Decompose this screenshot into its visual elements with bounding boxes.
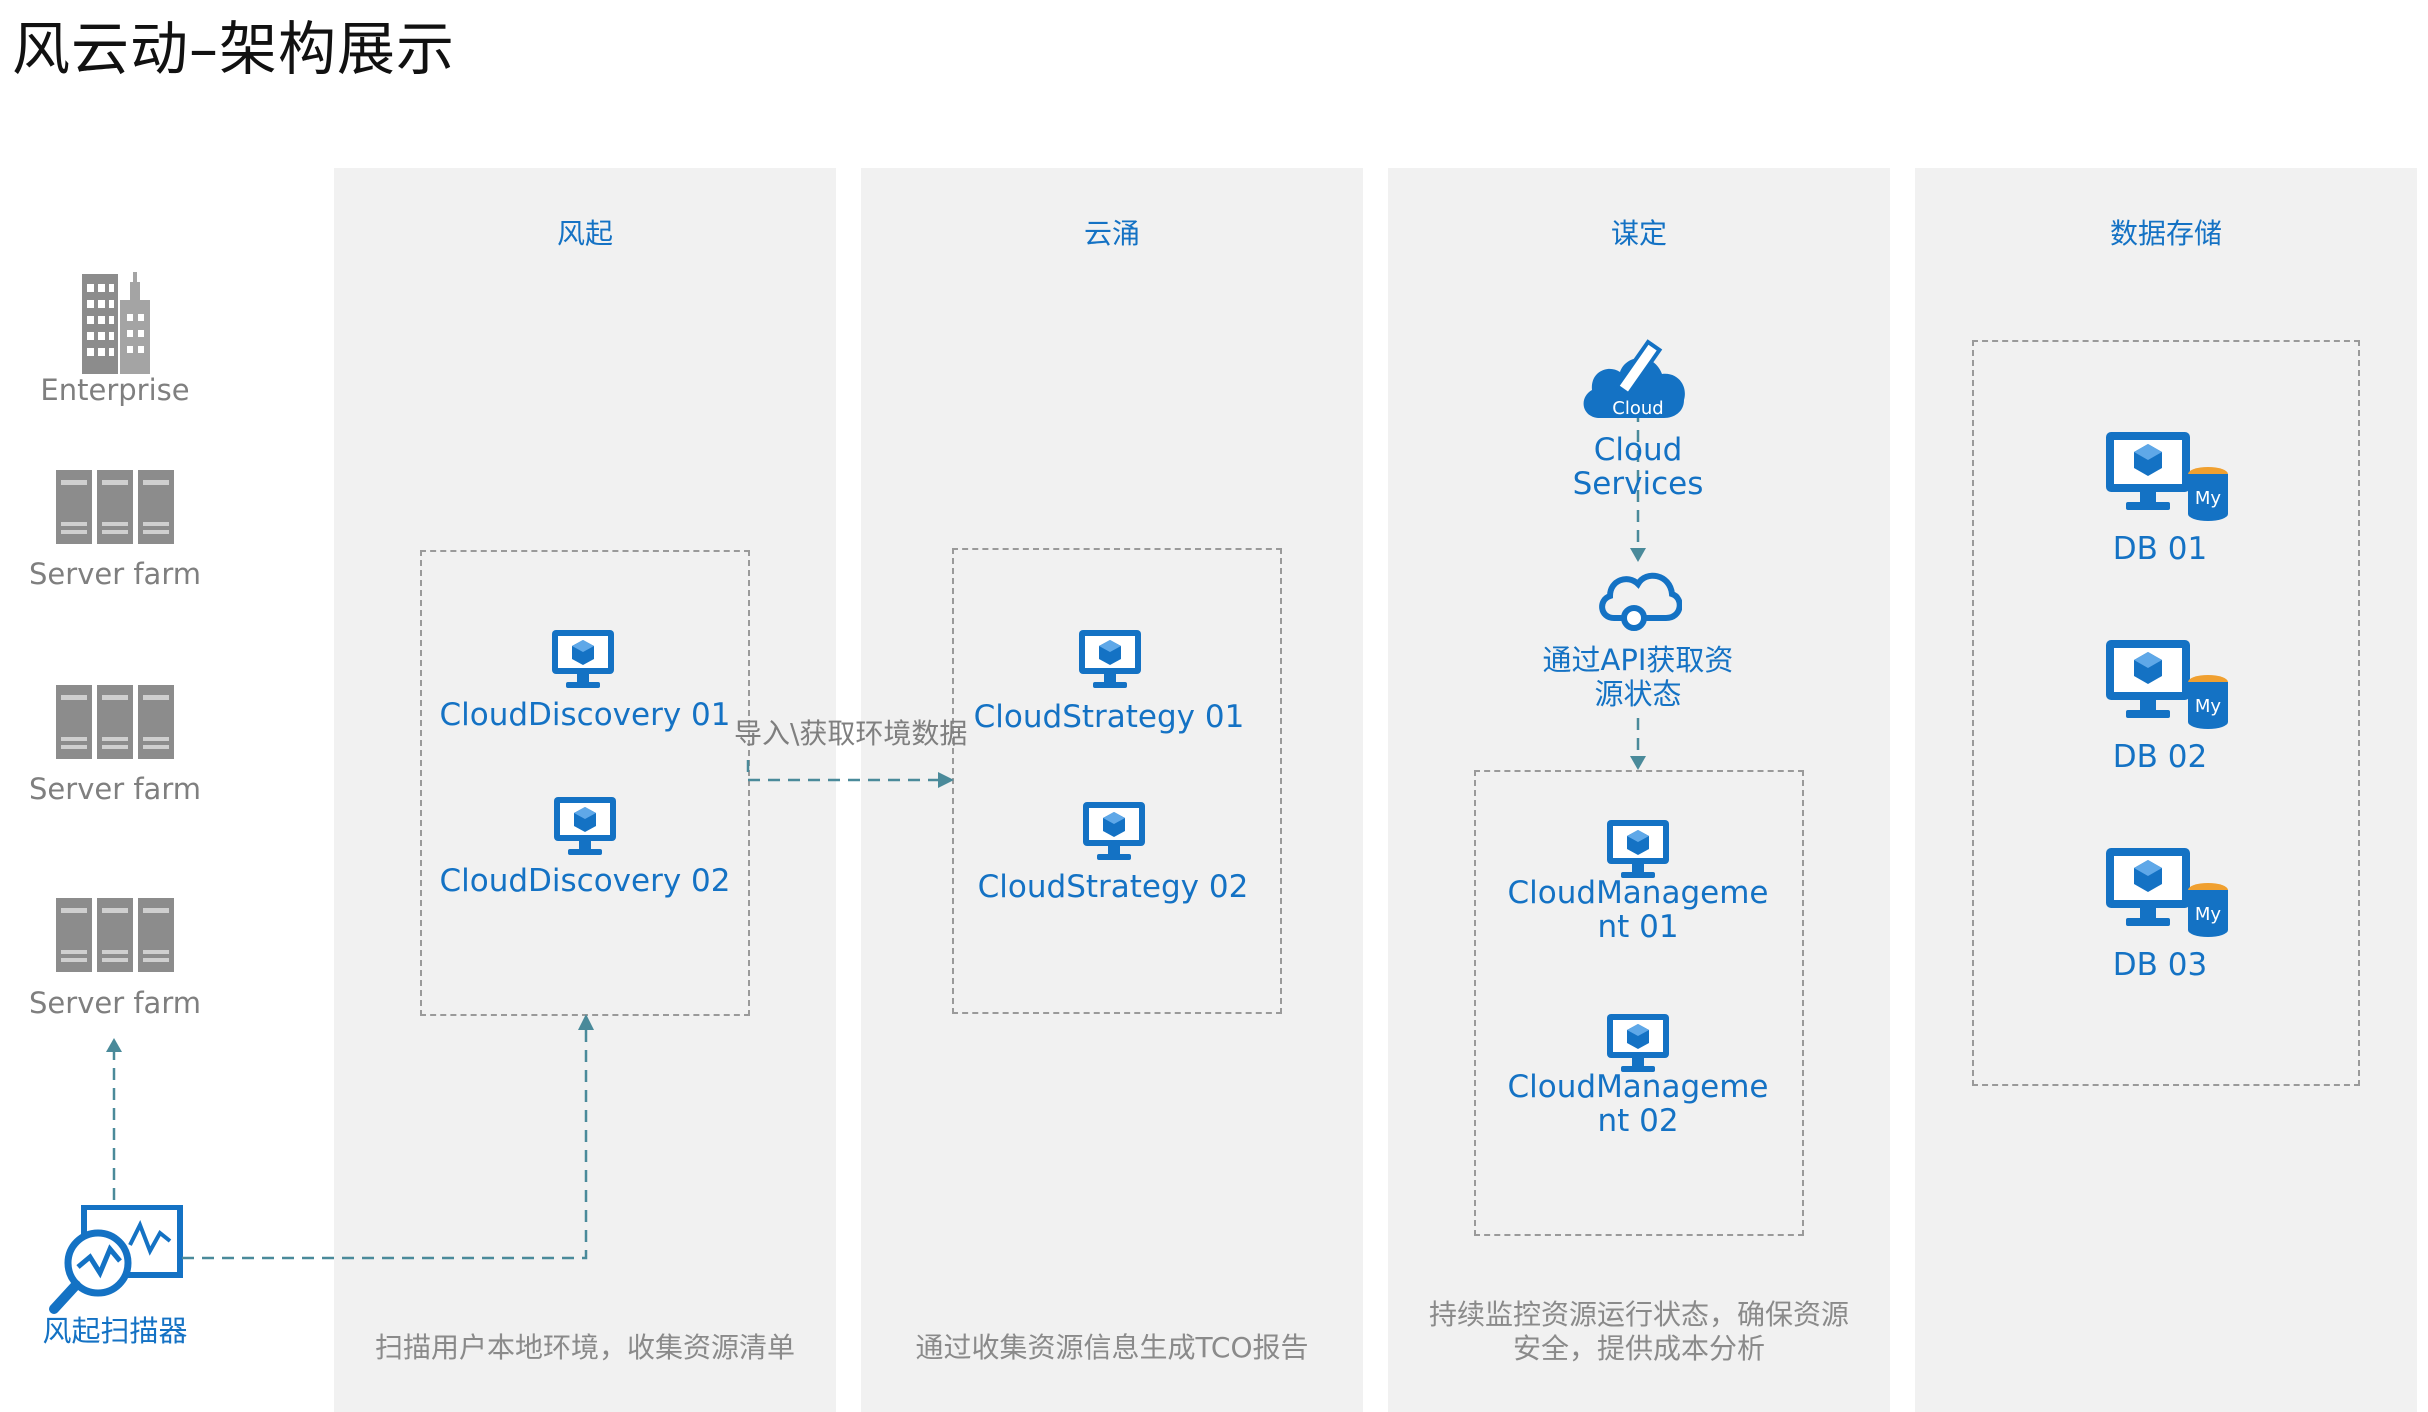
column-footer-line2: 安全，提供成本分析 [1512, 1332, 1765, 1365]
cloud-management-02-line1: CloudManageme [1507, 1069, 1769, 1105]
cloud-management-01: CloudManageme nt 01 [1488, 876, 1788, 944]
server-farm-icon [56, 898, 174, 972]
column-title: 云涌 [1083, 217, 1140, 250]
server-farm-label: Server farm [29, 772, 201, 806]
cloud-services-line1: Cloud [1593, 432, 1683, 468]
mysql-database-vm-icon: My [2106, 432, 2228, 521]
column-title: 风起 [556, 217, 613, 250]
virtual-machine-icon [1079, 630, 1141, 688]
db-02: DB 02 [2112, 739, 2208, 775]
cloud-strategy-02: CloudStrategy 02 [977, 869, 1249, 905]
cloud-discovery-01: CloudDiscovery 01 [439, 697, 731, 733]
page-title: 风云动–架构展示 [12, 15, 456, 83]
api-status-line1: 通过API获取资 [1542, 643, 1734, 677]
cloud-management-01-line2: nt 01 [1597, 909, 1679, 945]
scanner-monitor-icon [49, 1205, 183, 1314]
column-yunyong: 云涌 通过收集资源信息生成TCO报告 [861, 168, 1363, 1412]
column-footer: 通过收集资源信息生成TCO报告 [915, 1331, 1309, 1364]
arrow-label: 导入\获取环境数据 [734, 717, 968, 750]
virtual-machine-icon [1083, 802, 1145, 860]
cloud-services-line2: Services [1572, 466, 1704, 502]
cloud-discovery-02: CloudDiscovery 02 [439, 863, 731, 899]
cloud-management-01-line1: CloudManageme [1507, 875, 1769, 911]
enterprise-label: Enterprise [40, 373, 190, 407]
column-fengqi: 风起 扫描用户本地环境，收集资源清单 [334, 168, 836, 1412]
column-footer: 扫描用户本地环境，收集资源清单 [374, 1331, 795, 1364]
cloud-strategy-01: CloudStrategy 01 [973, 699, 1245, 735]
cloud-services-label: Cloud Services [1488, 433, 1788, 501]
scanner-label: 风起扫描器 [42, 1314, 188, 1348]
virtual-machine-icon [1607, 1014, 1669, 1072]
server-farm-icon [56, 685, 174, 759]
db-01: DB 01 [2112, 531, 2208, 567]
mysql-database-vm-icon: My [2106, 848, 2228, 937]
cloud-icon-text: Cloud [1612, 398, 1663, 419]
virtual-machine-icon [1607, 820, 1669, 878]
virtual-machine-icon [554, 797, 616, 855]
strategy-group-box [952, 548, 1282, 1014]
mysql-database-vm-icon: My [2106, 640, 2228, 729]
db-03: DB 03 [2112, 947, 2208, 983]
column-data-storage: 数据存储 [1915, 168, 2417, 1412]
db-badge-text: My [2195, 696, 2222, 717]
cloud-management-02-line2: nt 02 [1597, 1103, 1679, 1139]
cloud-api-icon [1599, 572, 1682, 631]
db-badge-text: My [2195, 904, 2222, 925]
cloud-management-02: CloudManageme nt 02 [1488, 1070, 1788, 1138]
virtual-machine-icon [552, 630, 614, 688]
api-status-label: 通过API获取资 源状态 [1488, 643, 1788, 711]
api-status-line2: 源状态 [1594, 677, 1682, 711]
column-footer-line1: 持续监控资源运行状态，确保资源 [1428, 1298, 1849, 1331]
enterprise-building-icon [82, 272, 150, 374]
server-farm-label: Server farm [29, 557, 201, 591]
discovery-group-box [420, 550, 750, 1016]
db-group-box [1972, 340, 2360, 1086]
column-title: 谋定 [1610, 217, 1667, 250]
column-footer: 持续监控资源运行状态，确保资源 安全，提供成本分析 [1388, 1298, 1890, 1366]
db-badge-text: My [2195, 488, 2222, 509]
server-farm-label: Server farm [29, 986, 201, 1020]
management-group-box [1474, 770, 1804, 1236]
column-title: 数据存储 [2109, 217, 2222, 250]
server-farm-icon [56, 470, 174, 544]
cloud-services-icon: Cloud [1583, 339, 1685, 419]
